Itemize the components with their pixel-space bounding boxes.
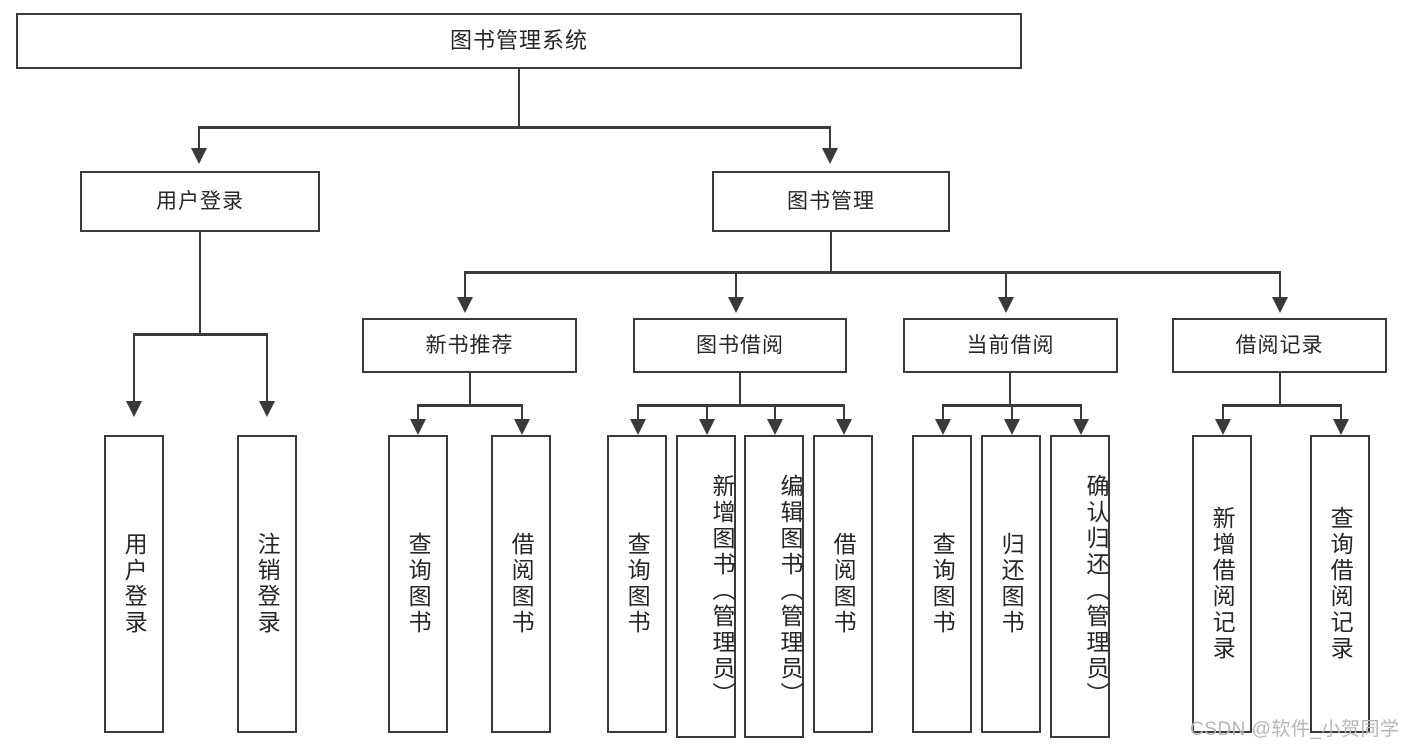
connector-borrow-record-to-leaf-1 — [1340, 404, 1342, 422]
leaf-current-borrow-query[interactable]: 查询图书 — [912, 435, 972, 733]
node-new-book-recommend[interactable]: 新书推荐 — [362, 318, 577, 373]
connector-new-book-stem — [469, 373, 471, 405]
arrowhead-new-book-leaf-0 — [410, 419, 426, 435]
leaf-new-book-borrow[interactable]: 借阅图书 — [491, 435, 551, 733]
connector-book-manage-to-l3-3 — [1279, 271, 1281, 299]
connector-book-borrow-bus — [637, 404, 844, 407]
connector-book-borrow-to-leaf-3 — [843, 404, 845, 422]
node-book-borrow[interactable]: 图书借阅 — [633, 318, 847, 373]
connector-current-borrow-to-leaf-1 — [1011, 404, 1013, 422]
leaf-new-book-query[interactable]: 查询图书 — [388, 435, 448, 733]
connector-book-manage-stem — [830, 232, 832, 272]
arrowhead-current-borrow-leaf-2 — [1073, 419, 1089, 435]
connector-new-book-to-leaf-0 — [417, 404, 419, 422]
connector-current-borrow-stem — [1009, 373, 1011, 405]
arrowhead-current-borrow-leaf-0 — [935, 419, 951, 435]
leaf-borrow-record-query[interactable]: 查询借阅记录 — [1310, 435, 1370, 733]
arrowhead-borrow-record-leaf-0 — [1215, 419, 1231, 435]
leaf-current-borrow-confirm-admin[interactable]: 确认归还（管理员） — [1050, 435, 1110, 738]
leaf-book-borrow-edit-admin[interactable]: 编辑图书（管理员） — [744, 435, 804, 738]
connector-book-manage-bus — [464, 271, 1281, 274]
arrowhead-current-borrow-leaf-1 — [1004, 419, 1020, 435]
arrowhead-l3-current-borrow — [998, 297, 1014, 313]
leaf-book-borrow-query[interactable]: 查询图书 — [607, 435, 667, 733]
connector-book-manage-to-l3-0 — [464, 271, 466, 299]
connector-user-login-to-leaf-1 — [266, 333, 268, 403]
connector-borrow-record-stem — [1279, 373, 1281, 405]
connector-current-borrow-to-leaf-0 — [942, 404, 944, 422]
connector-root-stem — [518, 69, 520, 127]
leaf-current-borrow-return[interactable]: 归还图书 — [981, 435, 1041, 733]
arrowhead-borrow-record-leaf-1 — [1333, 419, 1349, 435]
node-book-manage[interactable]: 图书管理 — [712, 171, 950, 232]
arrowhead-l3-new-book — [457, 297, 473, 313]
connector-book-borrow-to-leaf-0 — [637, 404, 639, 422]
connector-book-manage-to-l3-1 — [735, 271, 737, 299]
connector-book-borrow-to-leaf-2 — [774, 404, 776, 422]
connector-borrow-record-bus — [1222, 404, 1341, 407]
connector-book-borrow-to-leaf-1 — [706, 404, 708, 422]
arrowhead-to-user-login — [191, 148, 207, 164]
connector-root-to-user-login — [198, 126, 200, 150]
connector-new-book-bus — [417, 404, 522, 407]
connector-new-book-to-leaf-1 — [521, 404, 523, 422]
arrowhead-book-borrow-leaf-1 — [699, 419, 715, 435]
csdn-watermark: CSDN @软件_小贺同学 — [1190, 719, 1400, 740]
node-borrow-record[interactable]: 借阅记录 — [1172, 318, 1387, 373]
leaf-user-login-login[interactable]: 用户登录 — [104, 435, 164, 733]
leaf-borrow-record-add[interactable]: 新增借阅记录 — [1192, 435, 1252, 733]
leaf-book-borrow-add-admin[interactable]: 新增图书（管理员） — [676, 435, 736, 738]
connector-book-borrow-stem — [739, 373, 741, 405]
arrowhead-new-book-leaf-1 — [514, 419, 530, 435]
arrowhead-book-borrow-leaf-2 — [767, 419, 783, 435]
leaf-user-login-logout[interactable]: 注销登录 — [237, 435, 297, 733]
arrowhead-book-borrow-leaf-3 — [836, 419, 852, 435]
leaf-book-borrow-borrow[interactable]: 借阅图书 — [813, 435, 873, 733]
connector-book-manage-to-l3-2 — [1005, 271, 1007, 299]
connector-root-bus — [198, 126, 830, 129]
arrowhead-to-book-manage — [822, 148, 838, 164]
connector-user-login-stem — [199, 232, 201, 334]
node-root-system[interactable]: 图书管理系统 — [16, 13, 1022, 69]
arrowhead-l3-book-borrow — [728, 297, 744, 313]
connector-borrow-record-to-leaf-0 — [1222, 404, 1224, 422]
node-user-login[interactable]: 用户登录 — [80, 171, 320, 232]
node-current-borrow[interactable]: 当前借阅 — [903, 318, 1118, 373]
connector-user-login-bus — [133, 333, 267, 336]
connector-root-to-book-manage — [829, 126, 831, 150]
arrowhead-book-borrow-leaf-0 — [630, 419, 646, 435]
arrowhead-user-login-leaf-0 — [126, 401, 142, 417]
connector-user-login-to-leaf-0 — [133, 333, 135, 403]
connector-current-borrow-to-leaf-2 — [1080, 404, 1082, 422]
arrowhead-l3-borrow-record — [1272, 297, 1288, 313]
arrowhead-user-login-leaf-1 — [259, 401, 275, 417]
